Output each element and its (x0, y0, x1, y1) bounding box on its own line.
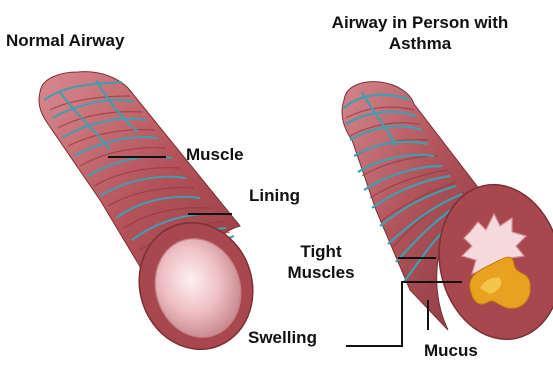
lining-label: Lining (249, 185, 300, 206)
normal-airway-title: Normal Airway (6, 30, 124, 51)
tight-muscles-label: Tight Muscles (276, 241, 366, 284)
asthma-airway-title: Airway in Person with Asthma (296, 12, 544, 55)
muscle-label: Muscle (186, 144, 244, 165)
normal-airway (39, 72, 269, 364)
tight-muscles-label-line1: Tight (276, 241, 366, 262)
asthma-airway-title-line1: Airway in Person with (296, 12, 544, 33)
asthma-airway (342, 82, 553, 351)
mucus-label: Mucus (424, 340, 478, 361)
asthma-airway-title-line2: Asthma (296, 33, 544, 54)
tight-muscles-label-line2: Muscles (276, 262, 366, 283)
swelling-label: Swelling (248, 327, 317, 348)
swelling-leader-line (346, 282, 462, 346)
